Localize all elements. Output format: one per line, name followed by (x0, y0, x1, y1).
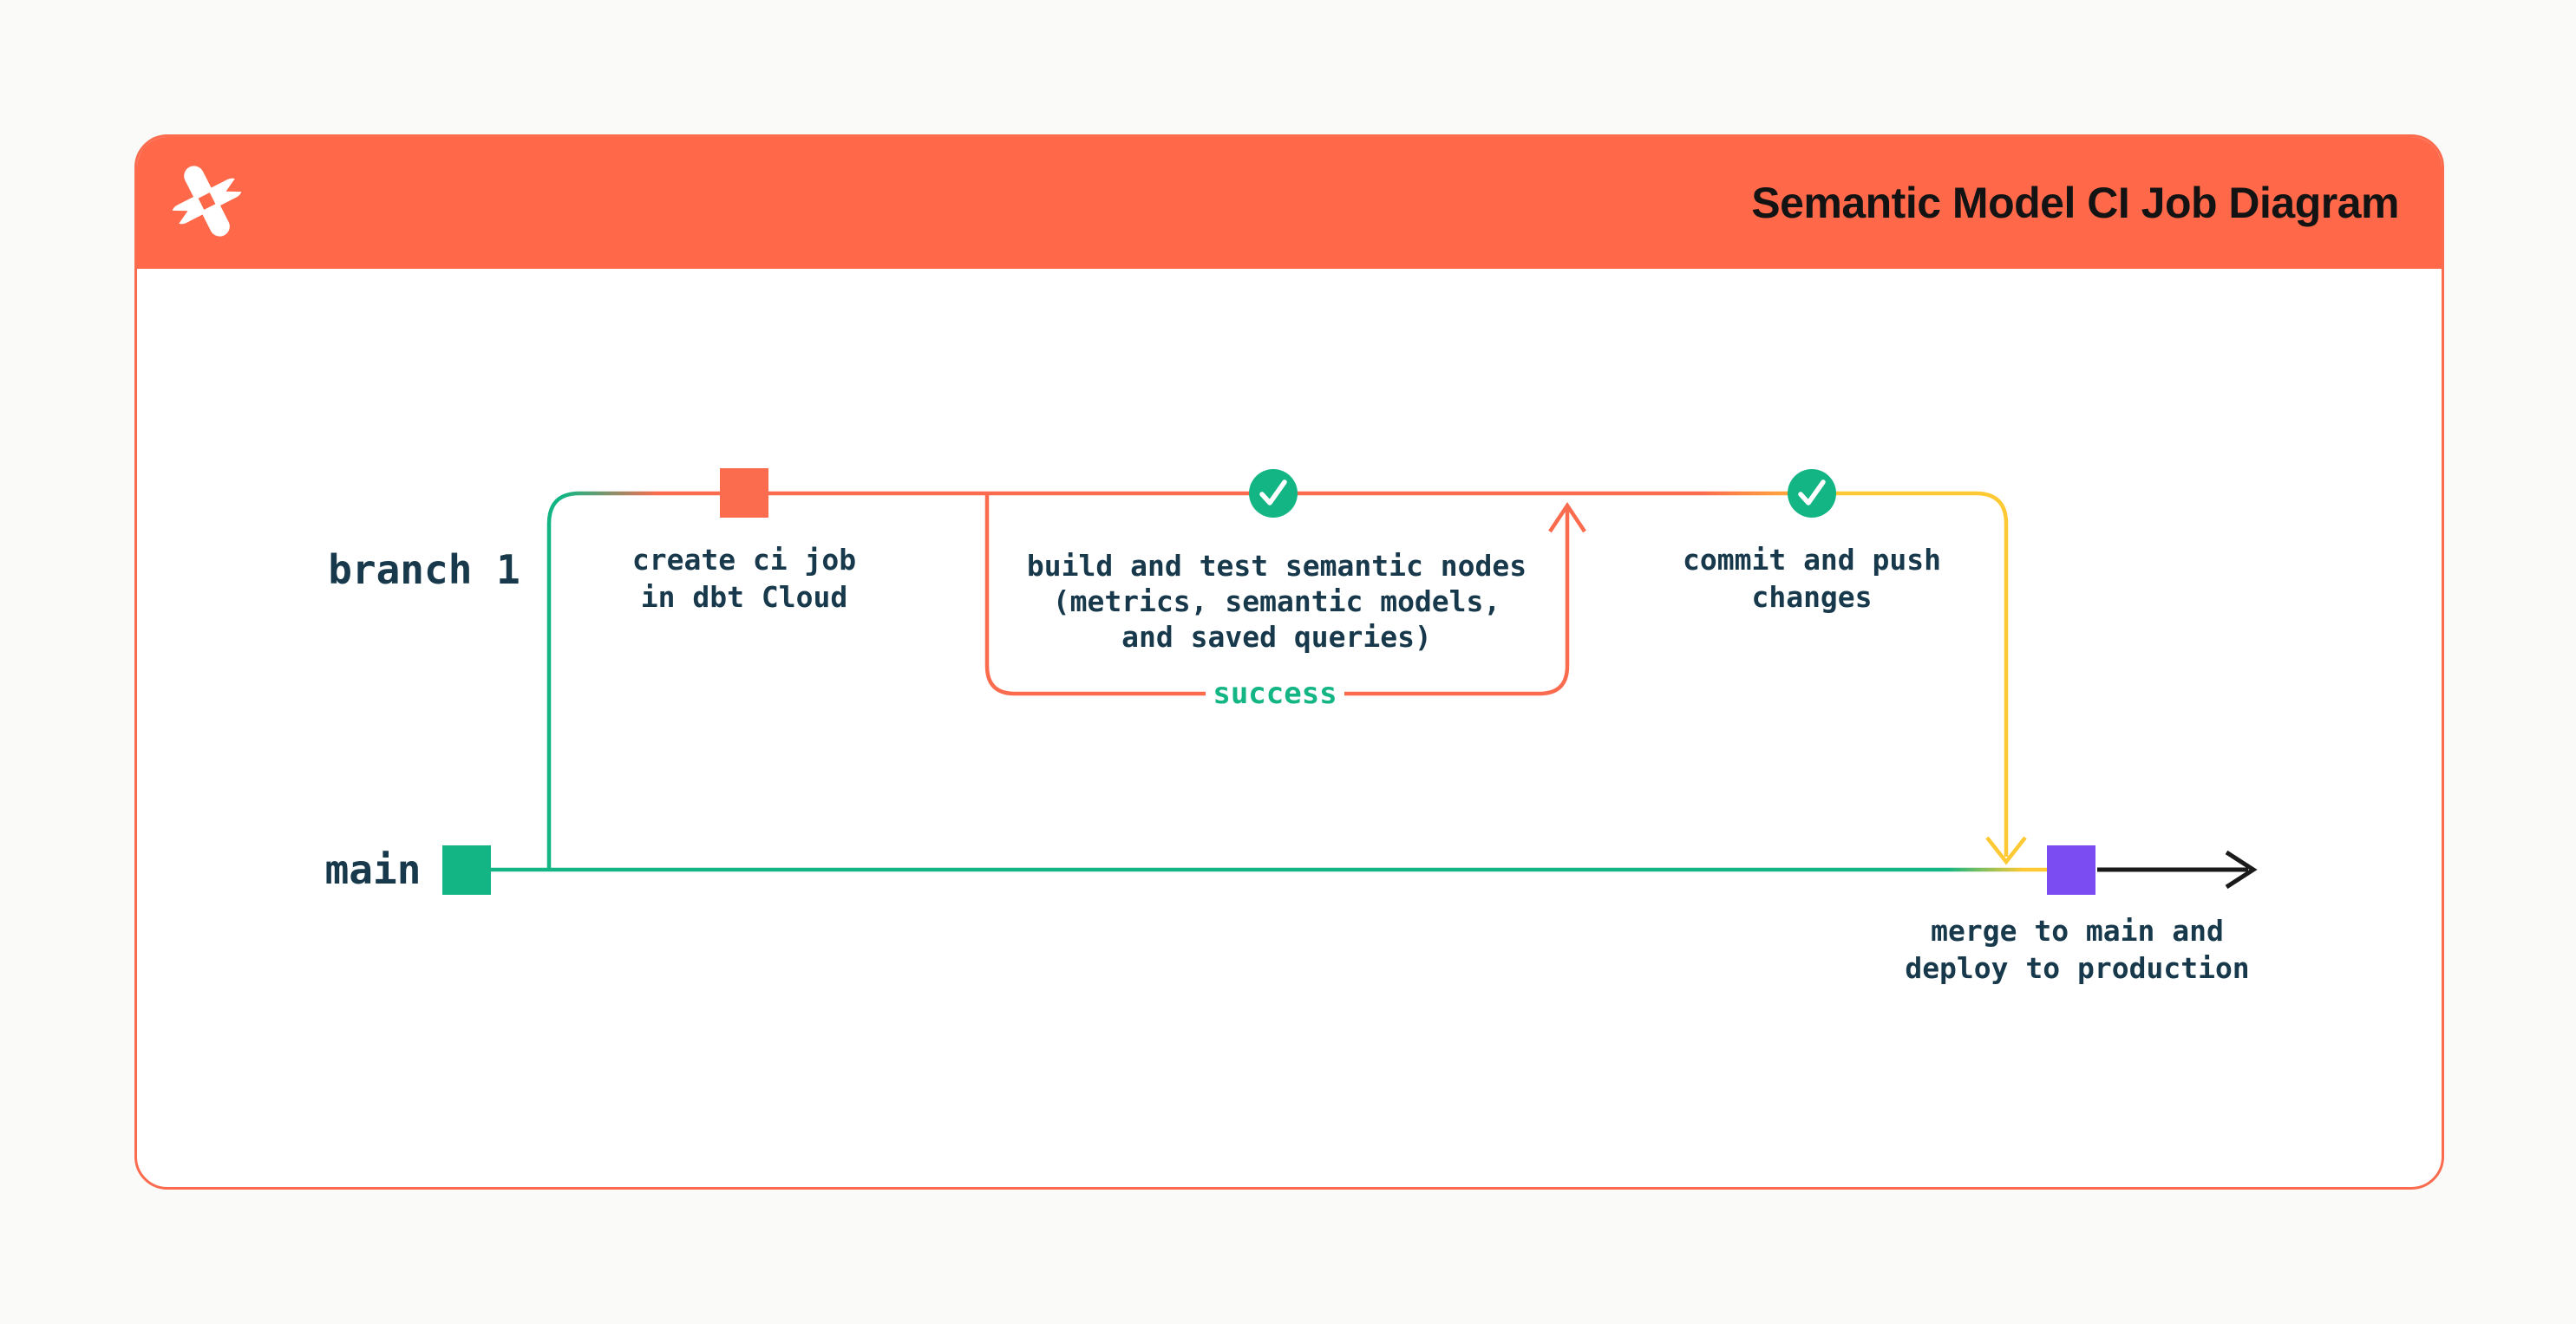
logo-notch (168, 210, 188, 227)
branch-label: branch 1 (328, 546, 520, 593)
logo-center-diamond (198, 192, 216, 210)
success-label: success (1213, 676, 1337, 711)
commit-square-main (442, 845, 491, 895)
logo-notch (226, 175, 245, 192)
down-arrowhead-icon (1985, 836, 2027, 865)
page-title: Semantic Model CI Job Diagram (1751, 179, 2399, 227)
create-ci-job-label: create ci job in dbt Cloud (631, 543, 857, 614)
commit-square-create-ci (720, 468, 768, 518)
diagram-card: Semantic Model CI Job Diagram (134, 134, 2444, 1190)
dbt-logo-icon (168, 166, 245, 237)
check-mark-build-icon (1259, 479, 1287, 505)
check-mark-commit-icon (1798, 479, 1826, 505)
merge-deploy-label: merge to main and deploy to production (1905, 914, 2250, 985)
build-test-label: build and test semantic nodes (metrics, … (1026, 549, 1527, 654)
main-label: main (324, 846, 422, 893)
card-header: Semantic Model CI Job Diagram (137, 137, 2442, 269)
commit-push-label: commit and push changes (1682, 543, 1942, 614)
right-arrowhead-icon (2225, 850, 2258, 890)
up-arrowhead-icon (1548, 501, 1586, 533)
check-circle-commit-icon (1788, 469, 1836, 518)
success-loop-line (984, 495, 1570, 696)
commit-square-merge (2047, 845, 2095, 895)
check-circle-build-icon (1249, 469, 1298, 518)
